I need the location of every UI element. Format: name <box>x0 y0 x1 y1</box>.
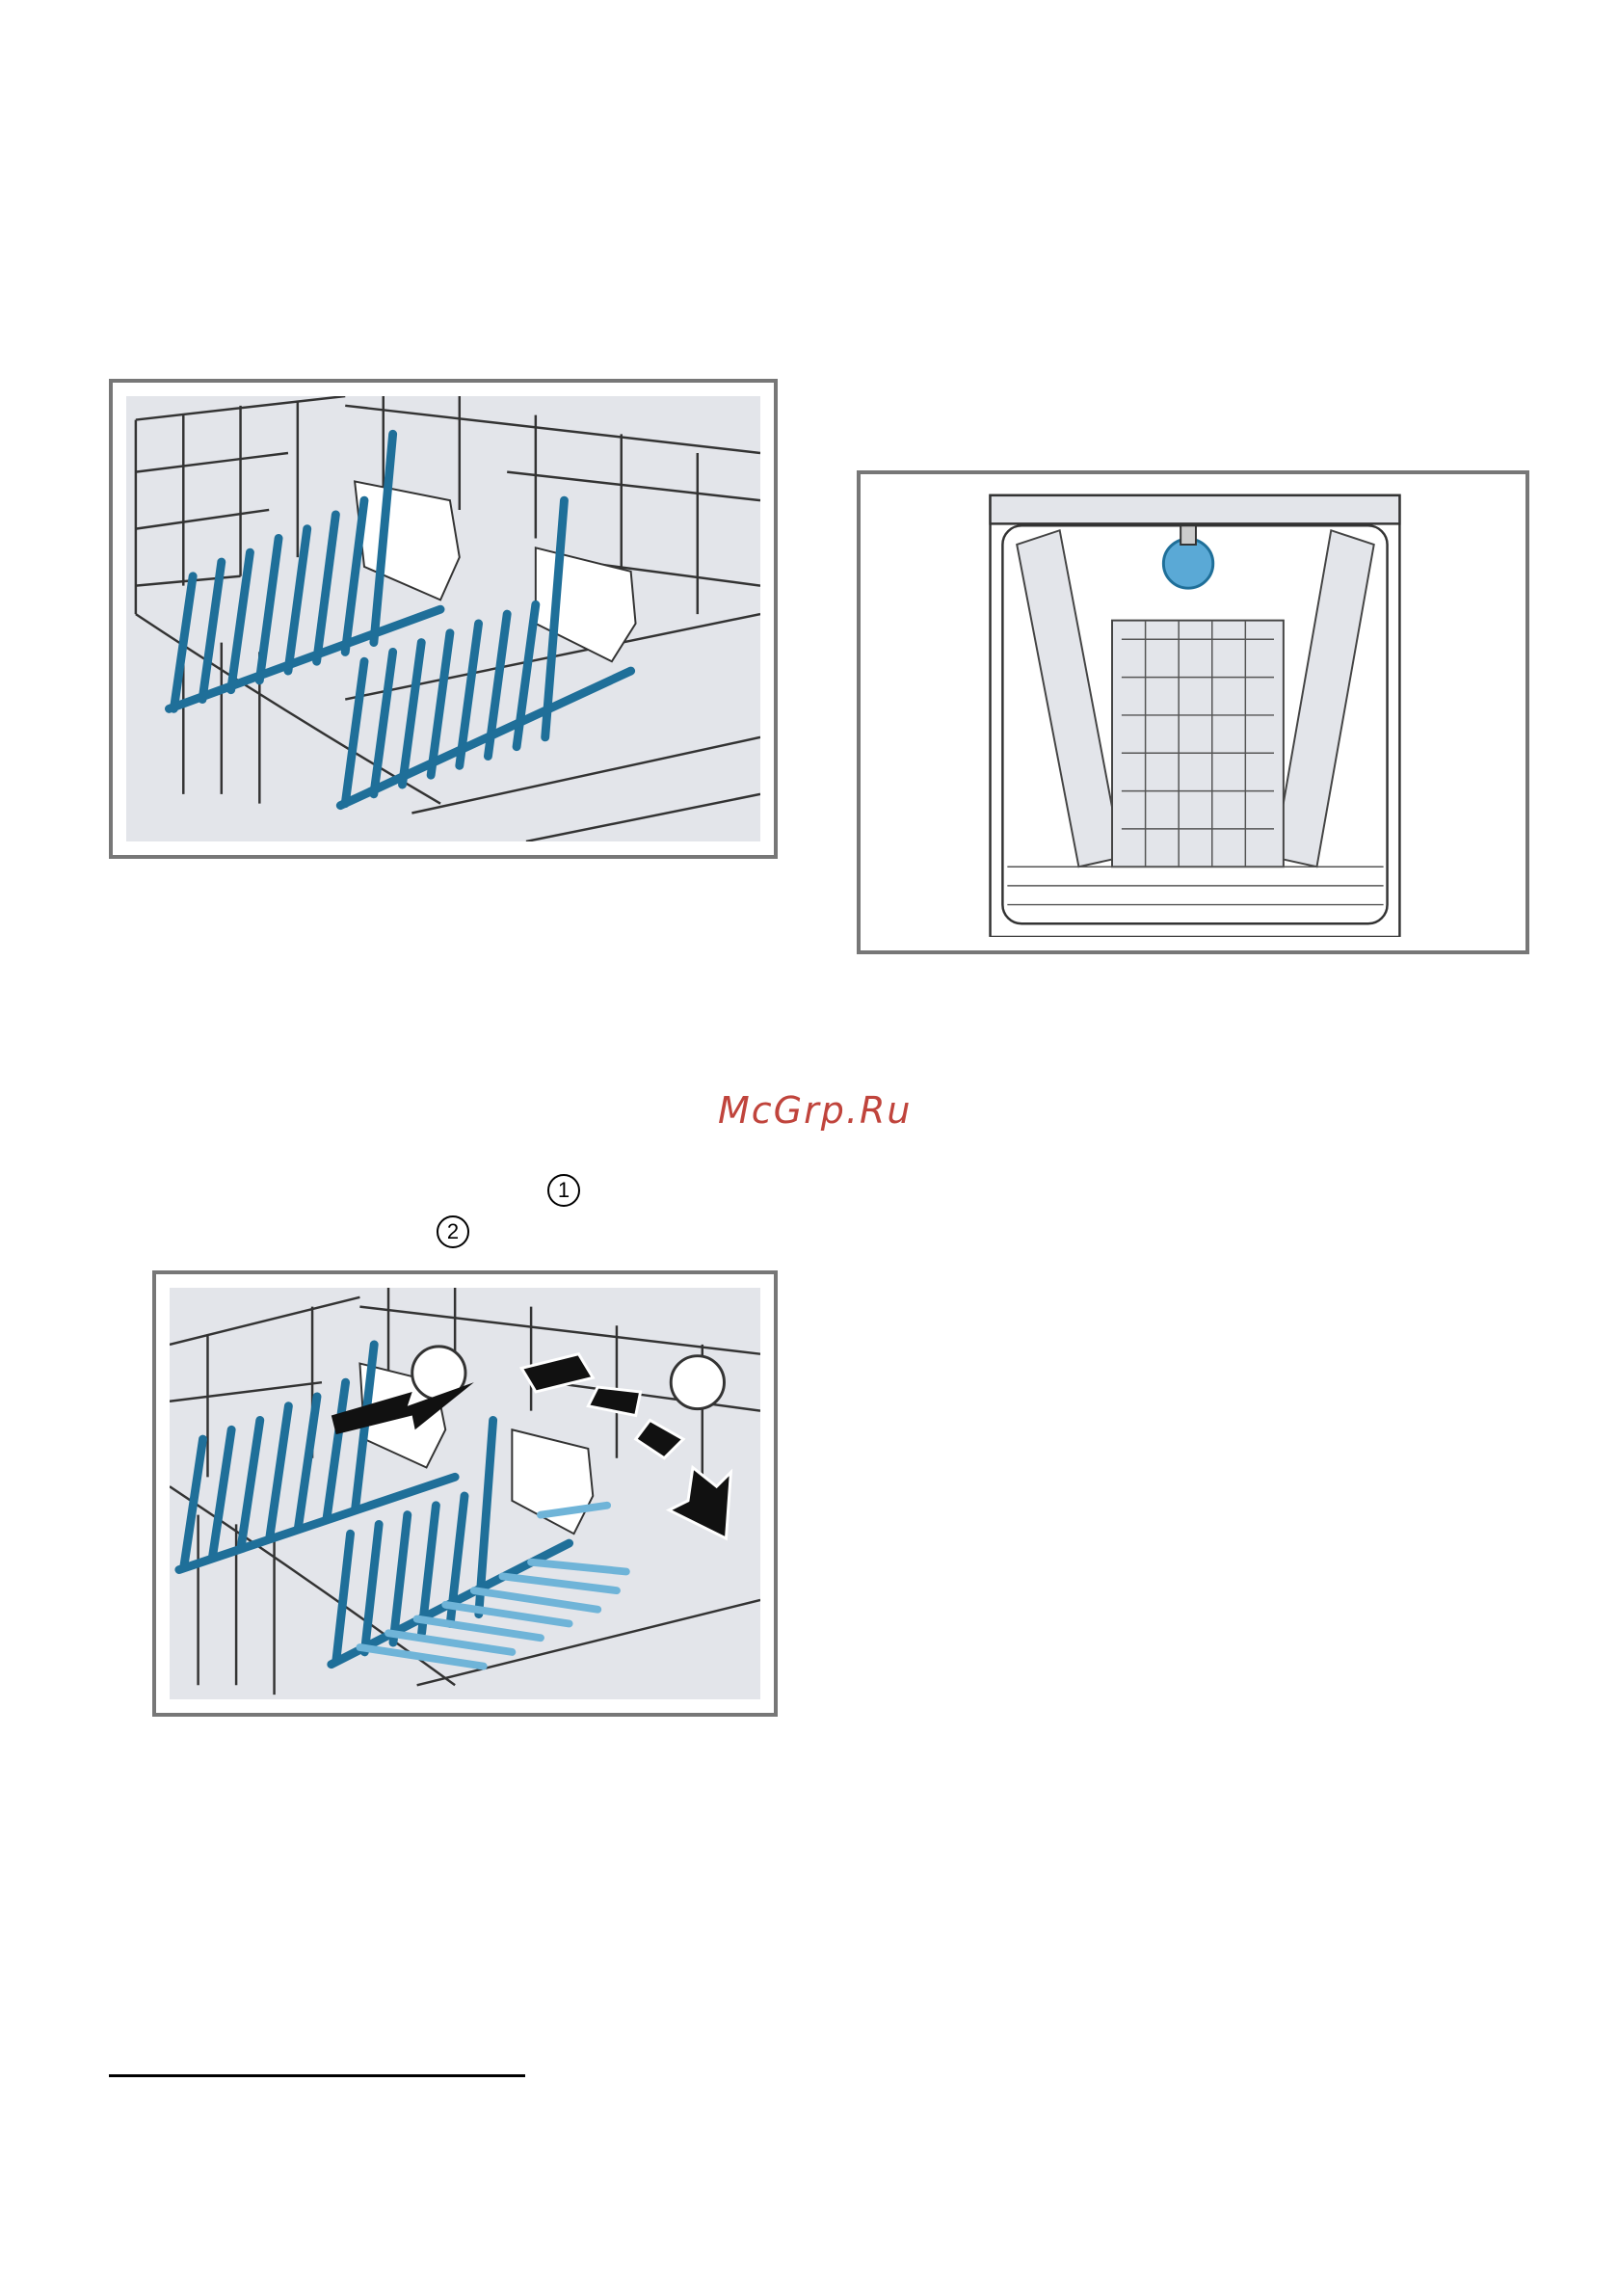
dishwasher-front-view-illustration <box>874 488 1512 937</box>
figure-tines-folding <box>152 1270 778 1717</box>
figure-dishwasher-front <box>857 470 1529 954</box>
upper-basket-tine-rows-illustration <box>126 396 760 841</box>
step-marker-1: 1 <box>547 1174 580 1207</box>
step-marker-2: 2 <box>437 1215 469 1248</box>
footnote-separator <box>109 2074 525 2077</box>
figure-rack-tines <box>109 379 778 859</box>
folding-tine-rows-illustration <box>170 1288 760 1699</box>
watermark-text: McGrp.Ru <box>718 1089 912 1132</box>
